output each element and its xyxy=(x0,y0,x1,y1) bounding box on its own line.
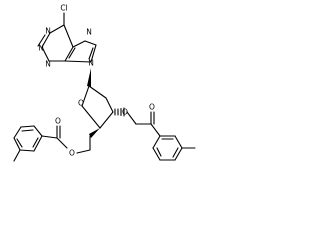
atom-o-ester3: O xyxy=(122,108,128,117)
atom-n3b: N xyxy=(45,60,51,69)
c4-wedge-bond xyxy=(89,128,100,138)
atom-n7: N xyxy=(86,28,92,37)
glycosidic-wedge-bond xyxy=(87,68,91,87)
atom-n1: N xyxy=(45,27,51,36)
atom-n9: N xyxy=(88,59,94,68)
atom-o-carbonyl-left: O xyxy=(55,117,61,126)
purine-ring xyxy=(37,12,97,63)
atom-labels: Cl N N N N N O O O O O xyxy=(38,4,155,158)
atom-o-carbonyl-right: O xyxy=(149,103,155,112)
atom-o-ring: O xyxy=(78,99,84,108)
deoxyribose-ring xyxy=(81,85,114,129)
atom-n3: N xyxy=(38,44,44,53)
right-toluoyl-ester xyxy=(126,111,196,161)
chemical-structure-diagram: Cl N N N N N O O O O O xyxy=(13,4,196,162)
atom-cl: Cl xyxy=(60,4,67,13)
atom-o-ester5: O xyxy=(69,149,75,158)
left-toluoyl-ester xyxy=(13,125,91,162)
hashed-bond-3 xyxy=(114,107,125,117)
